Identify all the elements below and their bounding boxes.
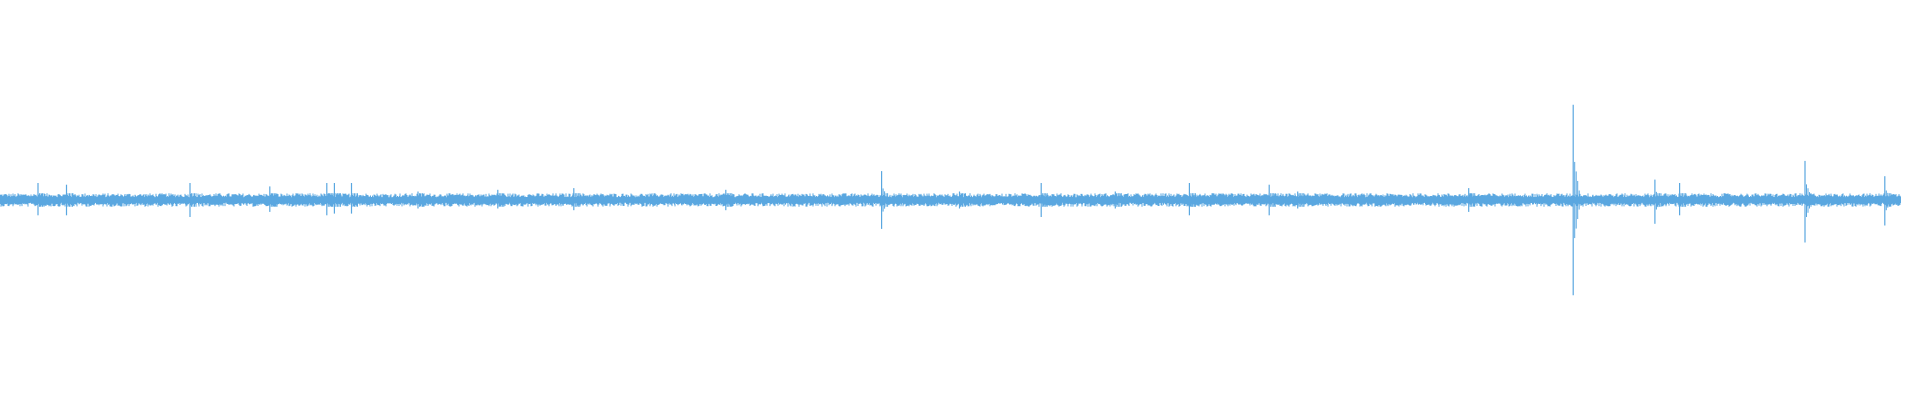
waveform-spikes <box>37 104 1892 296</box>
waveform-baseline <box>0 193 1901 207</box>
